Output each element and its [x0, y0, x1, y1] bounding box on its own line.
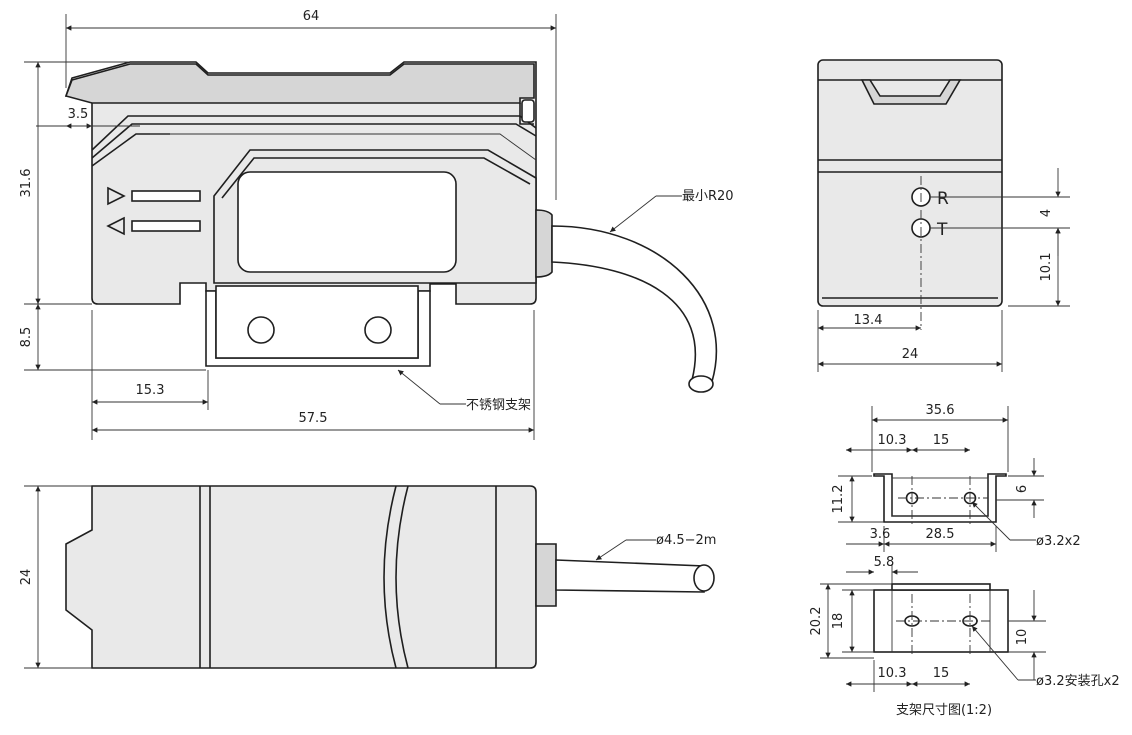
dim-bracket-offset2: 10.3 [878, 666, 907, 681]
dim-side-height: 10.1 [1039, 253, 1054, 282]
dim-base-width: 57.5 [299, 411, 328, 426]
dim-bracket-small: 3.6 [870, 527, 891, 542]
dim-bracket-height: 11.2 [831, 485, 846, 514]
note-bracket-material: 不锈钢支架 [466, 398, 531, 413]
triangle-left-icon [106, 216, 125, 236]
dim-lip: 3.5 [68, 107, 89, 122]
dim-height-body: 31.6 [19, 169, 34, 198]
dim-side-offset: 13.4 [854, 313, 883, 328]
dim-bracket-foot: 5.8 [874, 555, 895, 570]
plan-view [65, 485, 715, 669]
dim-side-width: 24 [902, 347, 919, 362]
bracket-front-dimensions: 5.8 20.2 18 10 10.3 15 ø3.2安装孔x2 支架尺寸图(1… [809, 555, 1120, 718]
bracket-side-dimensions: 35.6 10.3 15 11.2 6 3.6 28.5 ø3.2x2 [831, 403, 1081, 552]
dim-top-width: 64 [303, 9, 320, 24]
bracket-title: 支架尺寸图(1:2) [896, 703, 992, 718]
side-dimensions: 4 10.1 13.4 24 [817, 168, 1070, 372]
dim-bracket-flange: 6 [1015, 485, 1030, 493]
dim-bracket-h2: 20.2 [809, 607, 824, 636]
front-dimensions: 64 3.5 31.6 8.5 15.3 57.5 最小R20 不锈钢支架 [19, 9, 734, 440]
plan-dimensions: 24 ø4.5−2m [19, 485, 716, 669]
dim-bracket-h3: 18 [831, 613, 846, 630]
note-hole-b: ø3.2安装孔x2 [1036, 674, 1120, 689]
dim-plan-width: 24 [19, 569, 34, 586]
label-transmitter: T [936, 220, 948, 240]
front-view [64, 61, 718, 393]
side-view: R T [817, 59, 1003, 330]
note-hole-a: ø3.2x2 [1036, 534, 1081, 549]
dim-bracket-inner: 28.5 [926, 527, 955, 542]
dim-bracket-offset: 10.3 [878, 433, 907, 448]
dim-height-bracket: 8.5 [19, 327, 34, 348]
label-receiver: R [937, 189, 949, 209]
dim-side-spacing: 4 [1039, 209, 1054, 217]
dim-bracket-offset: 15.3 [136, 383, 165, 398]
dim-bracket-total: 35.6 [926, 403, 955, 418]
note-cable: ø4.5−2m [656, 533, 716, 548]
dim-bracket-pitch2: 15 [933, 666, 950, 681]
dim-bracket-h4: 10 [1015, 629, 1030, 646]
note-bend-radius: 最小R20 [682, 189, 734, 204]
dim-bracket-pitch: 15 [933, 433, 950, 448]
triangle-right-icon [107, 186, 126, 206]
